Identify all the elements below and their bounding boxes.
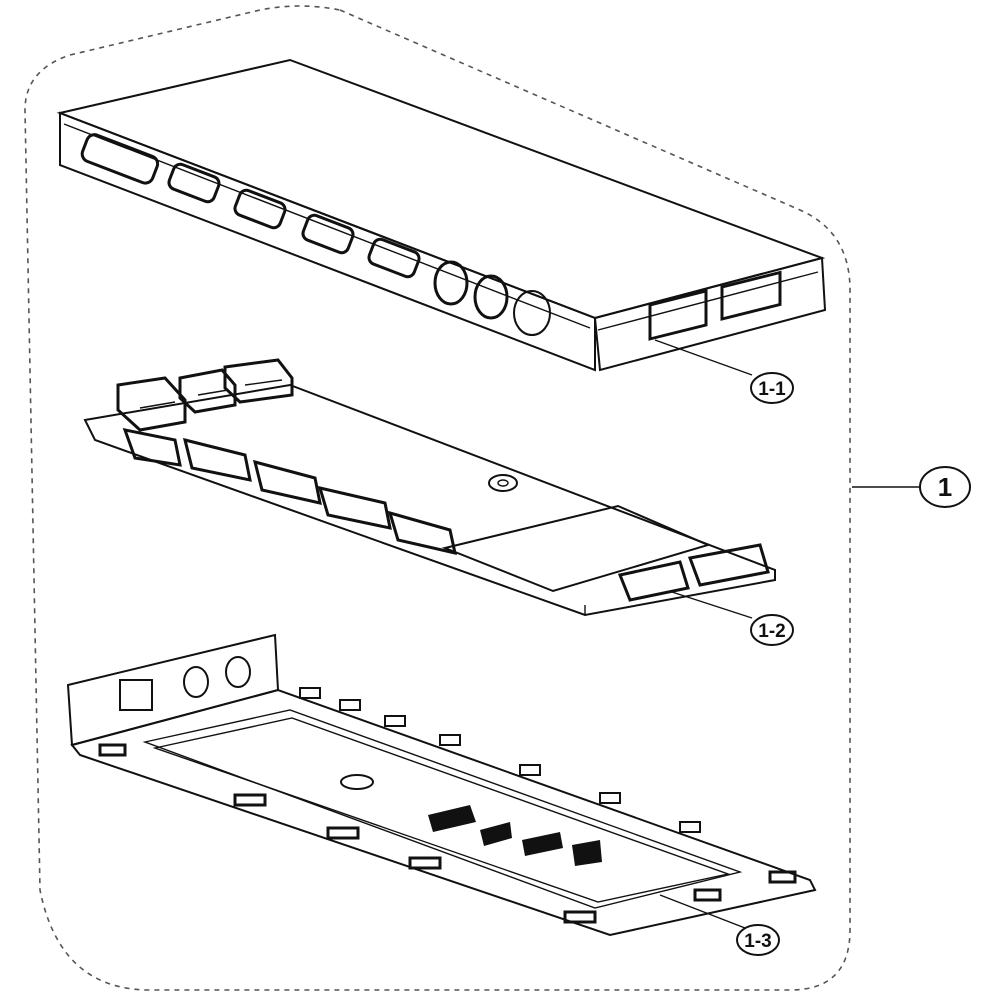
- callout-label-1: 1: [938, 472, 952, 502]
- callout-label-1-2: 1-2: [758, 621, 785, 642]
- callout-1-3: 1-3: [736, 924, 780, 956]
- pcb-board-part: [83, 358, 776, 619]
- callout-label-1-1: 1-1: [758, 379, 786, 400]
- bottom-frame-part: [66, 633, 817, 937]
- callout-1: 1: [852, 466, 971, 508]
- top-cover-part: [56, 58, 827, 376]
- cover-port-cutouts: [80, 133, 782, 341]
- assembly-boundary: [24, 5, 851, 991]
- pcb-back-connectors: [116, 358, 294, 432]
- frame-rail-tabs: [98, 687, 797, 924]
- pcb-front-connectors: [122, 428, 770, 602]
- callout-label-1-3: 1-3: [744, 931, 771, 952]
- callout-1-1: 1-1: [750, 372, 794, 404]
- callout-1-2: 1-2: [750, 614, 794, 646]
